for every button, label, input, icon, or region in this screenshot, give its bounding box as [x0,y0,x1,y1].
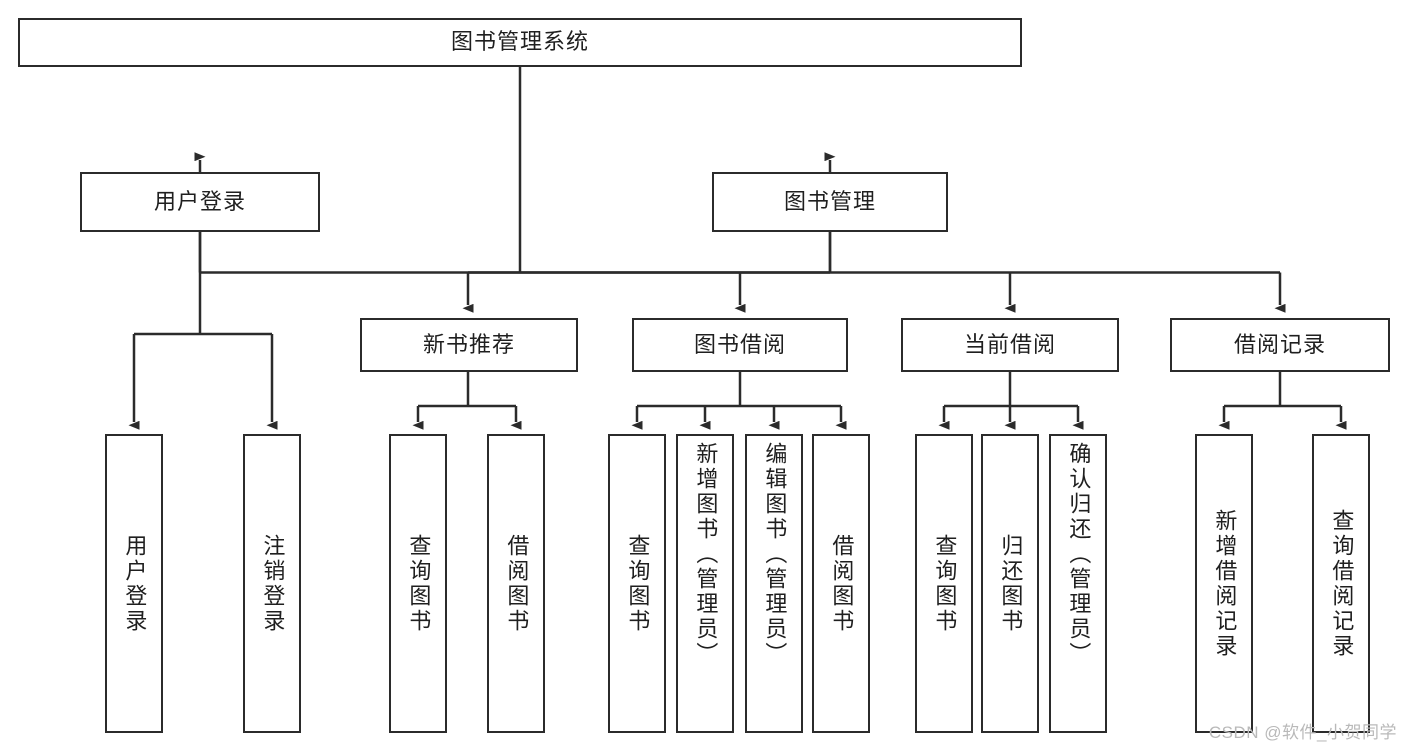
node-root[interactable]: 图书管理系统 [18,18,1022,67]
node-current-borrow-label: 当前借阅 [963,331,1056,357]
leaf-query-record[interactable]: 查询借阅记录 [1312,434,1370,733]
leaf-user-login-label: 用户登录 [122,533,148,634]
leaf-return-book-label: 归还图书 [998,533,1024,634]
leaf-edit-book[interactable]: 编辑图书（管理员） [745,434,803,733]
node-user-login[interactable]: 用户登录 [80,172,320,232]
node-root-label: 图书管理系统 [450,29,589,55]
leaf-logout[interactable]: 注销登录 [243,434,301,733]
node-book-manage[interactable]: 图书管理 [712,172,948,232]
leaf-borrow-book-2[interactable]: 借阅图书 [812,434,870,733]
leaf-add-record[interactable]: 新增借阅记录 [1195,434,1253,733]
node-borrow-record-label: 借阅记录 [1233,331,1326,357]
leaf-query-book-2[interactable]: 查询图书 [608,434,666,733]
leaf-add-book[interactable]: 新增图书（管理员） [676,434,734,733]
node-borrow-record[interactable]: 借阅记录 [1170,318,1390,372]
csdn-watermark: CSDN @软件_小贺同学 [1208,723,1397,742]
leaf-edit-book-label: 编辑图书（管理员） [762,442,788,667]
node-new-book-recommend-label: 新书推荐 [422,331,515,357]
leaf-query-book-1-label: 查询图书 [406,533,432,634]
leaf-query-book-3-label: 查询图书 [932,533,958,634]
leaf-borrow-book-2-label: 借阅图书 [829,533,855,634]
leaf-query-record-label: 查询借阅记录 [1329,508,1355,659]
node-book-borrow-label: 图书借阅 [693,331,786,357]
leaf-query-book-2-label: 查询图书 [625,533,651,634]
leaf-borrow-book-1-label: 借阅图书 [504,533,530,634]
node-user-login-label: 用户登录 [153,188,246,214]
leaf-query-book-3[interactable]: 查询图书 [915,434,973,733]
leaf-confirm-return[interactable]: 确认归还（管理员） [1049,434,1107,733]
node-book-borrow[interactable]: 图书借阅 [632,318,848,372]
leaf-logout-label: 注销登录 [260,533,286,634]
leaf-user-login[interactable]: 用户登录 [105,434,163,733]
node-book-manage-label: 图书管理 [783,188,876,214]
node-new-book-recommend[interactable]: 新书推荐 [360,318,578,372]
leaf-borrow-book-1[interactable]: 借阅图书 [487,434,545,733]
leaf-confirm-return-label: 确认归还（管理员） [1066,442,1092,667]
leaf-return-book[interactable]: 归还图书 [981,434,1039,733]
node-current-borrow[interactable]: 当前借阅 [901,318,1119,372]
leaf-add-record-label: 新增借阅记录 [1212,508,1238,659]
leaf-query-book-1[interactable]: 查询图书 [389,434,447,733]
leaf-add-book-label: 新增图书（管理员） [693,442,719,667]
